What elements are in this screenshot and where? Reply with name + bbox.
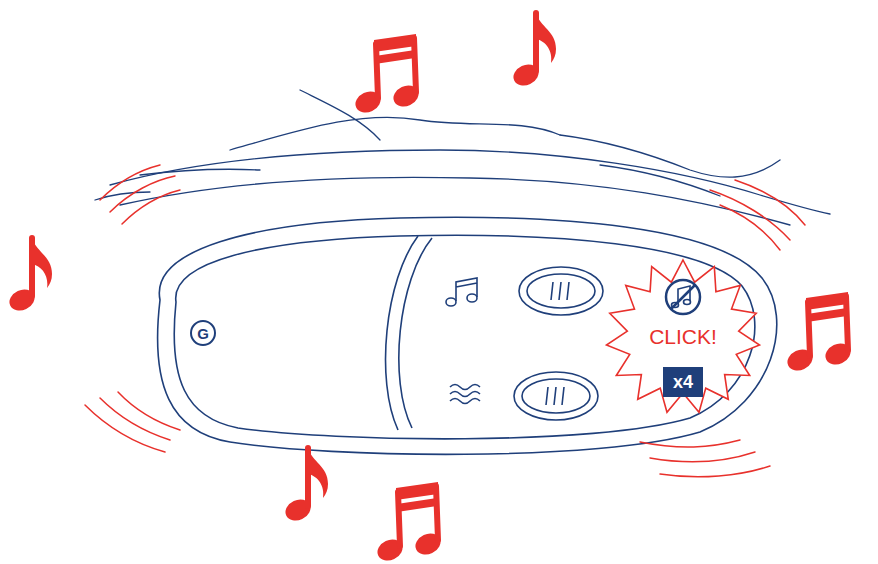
mute-icon bbox=[666, 280, 700, 314]
logo-letter: G bbox=[197, 326, 209, 341]
logo-circle: G bbox=[190, 320, 216, 346]
click-text: CLICK! bbox=[605, 325, 761, 349]
music-icon bbox=[446, 278, 477, 306]
vibration-icon bbox=[450, 385, 480, 404]
music-notes bbox=[6, 13, 854, 564]
toy-body bbox=[158, 217, 777, 454]
count-text: x4 bbox=[671, 371, 695, 393]
vibration-lines bbox=[85, 165, 805, 477]
buttons bbox=[514, 267, 603, 420]
click-starburst: CLICK! x4 bbox=[605, 255, 761, 417]
count-tag: x4 bbox=[663, 367, 703, 397]
